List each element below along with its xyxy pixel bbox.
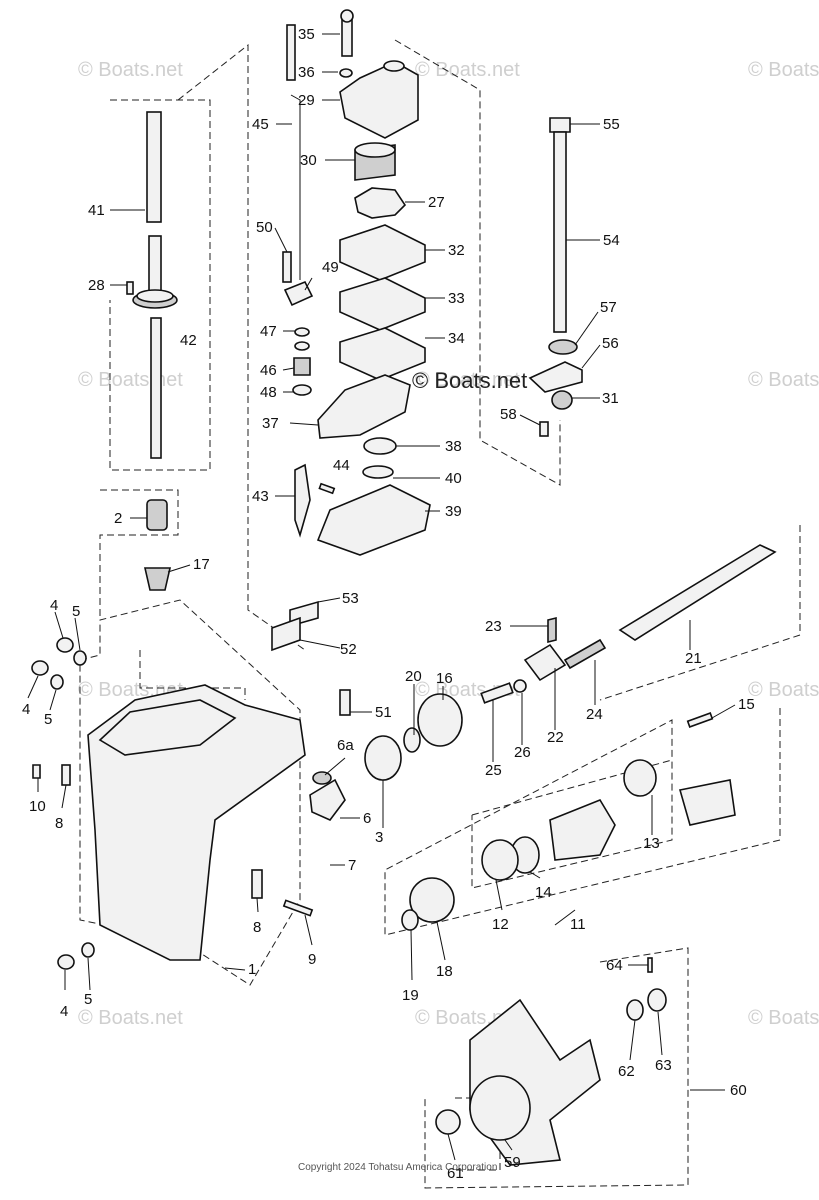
propeller-shaft-assembly [309,544,777,931]
callout-35: 35 [298,26,315,43]
callout-44: 44 [333,457,350,474]
callout-19: 19 [402,987,419,1004]
callout-28: 28 [88,277,105,294]
callout-51: 51 [375,704,392,721]
callout-50: 50 [256,219,273,236]
callout-3: 3 [375,829,383,846]
leader-lines [27,33,736,1161]
callout-8: 8 [253,919,261,936]
callout-61: 61 [447,1165,464,1182]
propeller-assembly [435,957,667,1166]
callout-53: 53 [342,590,359,607]
callout-6: 6 [363,810,371,827]
callout-33: 33 [448,290,465,307]
callout-5: 5 [72,603,80,620]
callout-31: 31 [602,390,619,407]
callout-8: 8 [55,815,63,832]
copyright-notice: Copyright 2024 Tohatsu America Corporati… [298,1162,497,1173]
shift-rod-assembly [271,117,583,652]
callout-39: 39 [445,503,462,520]
callout-12: 12 [492,916,509,933]
callout-16: 16 [436,670,453,687]
callout-47: 47 [260,323,277,340]
callout-14: 14 [535,884,552,901]
callout-64: 64 [606,957,623,974]
callout-1: 1 [248,961,256,978]
callout-11: 11 [570,916,586,933]
callout-4: 4 [60,1003,68,1020]
callout-58: 58 [500,406,517,423]
callout-4: 4 [50,597,58,614]
callout-17: 17 [193,556,210,573]
watermark: © Boats.net [748,679,819,701]
gear-housing [31,637,736,970]
callout-labels: 35 36 29 45 30 27 32 33 34 50 49 47 46 4… [22,26,755,1182]
watermark: © Boats.net [748,1007,819,1029]
watermark: © Boats.net [78,59,183,81]
watermark: © Boats.net [415,369,520,391]
callout-24: 24 [586,706,603,723]
callout-4: 4 [22,701,30,718]
callout-60: 60 [730,1082,747,1099]
callout-5: 5 [84,991,92,1008]
callout-55: 55 [603,116,620,133]
watermark: © Boats.net [748,59,819,81]
watermark: © Boats.net [78,1007,183,1029]
callout-21: 21 [685,650,702,667]
callout-29: 29 [298,92,315,109]
callout-15: 15 [738,696,755,713]
callout-18: 18 [436,963,453,980]
drive-shaft-assembly [126,111,178,591]
callout-2: 2 [114,510,122,527]
callout-27: 27 [428,194,445,211]
callout-23: 23 [485,618,502,635]
watermark: © Boats.net [748,369,819,391]
callout-41: 41 [88,202,105,219]
callout-40: 40 [445,470,462,487]
callout-59: 59 [504,1154,521,1171]
callout-30: 30 [300,152,317,169]
callout-26: 26 [514,744,531,761]
callout-42: 42 [180,332,197,349]
callout-52: 52 [340,641,357,658]
callout-32: 32 [448,242,465,259]
center-watermark: © Boats.net [412,368,527,393]
callout-34: 34 [448,330,465,347]
callout-62: 62 [618,1063,635,1080]
callout-20: 20 [405,668,422,685]
callout-48: 48 [260,384,277,401]
callout-13: 13 [643,835,660,852]
callout-45: 45 [252,116,269,133]
callout-22: 22 [547,729,564,746]
water-pump-assembly [282,9,431,556]
callout-36: 36 [298,64,315,81]
callout-49: 49 [322,259,339,276]
watermark: © Boats.net [415,59,520,81]
callout-38: 38 [445,438,462,455]
callout-9: 9 [308,951,316,968]
callout-56: 56 [602,335,619,352]
callout-46: 46 [260,362,277,379]
callout-6a: 6a [337,737,354,754]
callout-5: 5 [44,711,52,728]
callout-43: 43 [252,488,269,505]
callout-10: 10 [29,798,46,815]
callout-7: 7 [348,857,356,874]
callout-63: 63 [655,1057,672,1074]
callout-25: 25 [485,762,502,779]
callout-54: 54 [603,232,620,249]
callout-37: 37 [262,415,279,432]
callout-57: 57 [600,299,617,316]
watermark: © Boats.net [78,369,183,391]
